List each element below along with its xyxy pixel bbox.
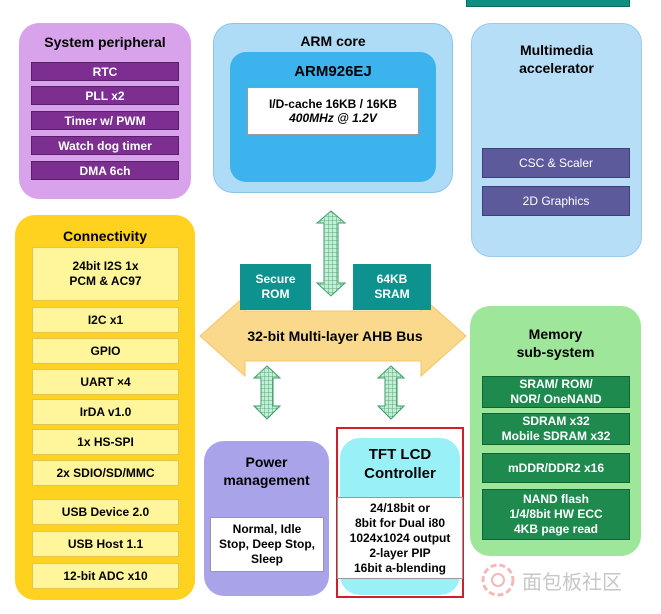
- arm926-block: ARM926EJ I/D-cache 16KB / 16KB 400MHz @ …: [230, 52, 436, 182]
- power-mode-line2: Stop, Deep Stop,: [219, 537, 315, 551]
- 2d-graphics-block: 2D Graphics: [482, 186, 630, 216]
- power-title-line1: Power: [245, 454, 288, 470]
- dma-block: DMA 6ch: [31, 161, 179, 180]
- watermark-text: 面包板社区: [522, 569, 622, 594]
- i2c-block: I2C x1: [32, 307, 179, 333]
- sram-line1: 64KB: [376, 272, 408, 286]
- tft-lcd-panel: TFT LCD Controller 24/18bit or 8bit for …: [337, 438, 463, 595]
- secure-rom-line1: Secure: [255, 272, 296, 286]
- memory-title: Memory sub-system: [470, 324, 641, 362]
- tft-feature-4: 2-layer PIP: [369, 545, 431, 560]
- i2s-line2: PCM & AC97: [69, 274, 142, 288]
- uart-block: UART ×4: [32, 369, 179, 395]
- nand-line1: NAND flash: [522, 492, 589, 506]
- power-mode-line3: Sleep: [250, 552, 283, 566]
- nand-line3: 4KB page read: [513, 522, 599, 536]
- multimedia-title-line1: Multimedia: [519, 42, 594, 58]
- gpio-block: GPIO: [32, 338, 179, 364]
- system-peripheral-title: System peripheral: [44, 34, 166, 50]
- connectivity-panel: Connectivity 24bit I2S 1x PCM & AC97 I2C…: [15, 215, 195, 600]
- ddr-block: mDDR/DDR2 x16: [482, 453, 630, 483]
- cache-text: I/D-cache 16KB / 16KB: [268, 97, 398, 111]
- sdram-line2: Mobile SDRAM x32: [501, 429, 611, 443]
- csc-scaler-block: CSC & Scaler: [482, 148, 630, 178]
- tft-feature-5: 16bit a-blending: [353, 560, 446, 575]
- nand-line2: 1/4/8bit HW ECC: [509, 507, 603, 521]
- tft-feature-3: 1024x1024 output: [349, 530, 451, 545]
- watchdog-block: Watch dog timer: [31, 136, 179, 155]
- arm926-label: ARM926EJ: [294, 63, 372, 80]
- memory-title-line1: Memory: [528, 326, 583, 342]
- tft-features-box: 24/18bit or 8bit for Dual i80 1024x1024 …: [337, 497, 463, 579]
- power-mode-line1: Normal, Idle: [232, 522, 302, 536]
- secure-rom-block: Secure ROM: [240, 264, 311, 310]
- power-modes-box: Normal, Idle Stop, Deep Stop, Sleep: [210, 517, 324, 572]
- secure-rom-line2: ROM: [261, 287, 290, 301]
- sdio-block: 2x SDIO/SD/MMC: [32, 460, 179, 486]
- tft-bus-arrow: [376, 365, 406, 420]
- tft-title: TFT LCD Controller: [340, 444, 460, 484]
- adc-block: 12-bit ADC x10: [32, 563, 179, 589]
- system-peripheral-panel: System peripheral RTC PLL x2 Timer w/ PW…: [19, 23, 191, 199]
- irda-block: IrDA v1.0: [32, 399, 179, 425]
- hs-spi-block: 1x HS-SPI: [32, 429, 179, 455]
- multimedia-title: Multimedia accelerator: [472, 40, 641, 78]
- power-management-panel: Power management Normal, Idle Stop, Deep…: [204, 441, 329, 596]
- tft-feature-2: 8bit for Dual i80: [354, 515, 446, 530]
- i2s-line1: 24bit I2S 1x: [72, 259, 139, 273]
- i2s-block: 24bit I2S 1x PCM & AC97: [32, 247, 179, 301]
- sram-block: 64KB SRAM: [353, 264, 431, 310]
- nand-flash-block: NAND flash 1/4/8bit HW ECC 4KB page read: [482, 489, 630, 540]
- timer-block: Timer w/ PWM: [31, 111, 179, 130]
- tft-feature-1: 24/18bit or: [369, 500, 431, 515]
- memory-panel: Memory sub-system SRAM/ ROM/ NOR/ OneNAN…: [470, 306, 641, 556]
- connectivity-title: Connectivity: [62, 228, 147, 244]
- pll-block: PLL x2: [31, 86, 179, 105]
- cache-info-box: I/D-cache 16KB / 16KB 400MHz @ 1.2V: [247, 87, 419, 135]
- arm-core-title: ARM core: [300, 33, 366, 49]
- sdram-line1: SDRAM x32: [522, 414, 590, 428]
- sram-line2: SRAM: [374, 287, 410, 301]
- tft-title-line1: TFT LCD: [368, 446, 432, 463]
- sdram-block: SDRAM x32 Mobile SDRAM x32: [482, 413, 630, 445]
- sram-rom-nor-block: SRAM/ ROM/ NOR/ OneNAND: [482, 376, 630, 408]
- power-title: Power management: [204, 452, 329, 490]
- bus-label: 32-bit Multi-layer AHB Bus: [247, 328, 423, 344]
- speed-text: 400MHz @ 1.2V: [289, 111, 377, 125]
- arm-bus-arrow: [315, 210, 347, 297]
- tft-title-line2: Controller: [364, 465, 436, 482]
- watermark-logo-icon: [481, 563, 515, 597]
- watermark: 面包板社区: [480, 560, 650, 600]
- top-fragment: [466, 0, 630, 7]
- sram-rom-line1: SRAM/ ROM/: [519, 377, 593, 391]
- memory-title-line2: sub-system: [516, 344, 595, 360]
- rtc-block: RTC: [31, 62, 179, 81]
- arm-core-panel: ARM core ARM926EJ I/D-cache 16KB / 16KB …: [213, 23, 453, 193]
- usb-host-block: USB Host 1.1: [32, 531, 179, 557]
- multimedia-panel: Multimedia accelerator CSC & Scaler 2D G…: [471, 23, 642, 257]
- power-bus-arrow: [252, 365, 282, 420]
- sram-rom-line2: NOR/ OneNAND: [510, 392, 602, 406]
- usb-device-block: USB Device 2.0: [32, 499, 179, 525]
- multimedia-title-line2: accelerator: [519, 60, 594, 76]
- power-title-line2: management: [223, 472, 310, 488]
